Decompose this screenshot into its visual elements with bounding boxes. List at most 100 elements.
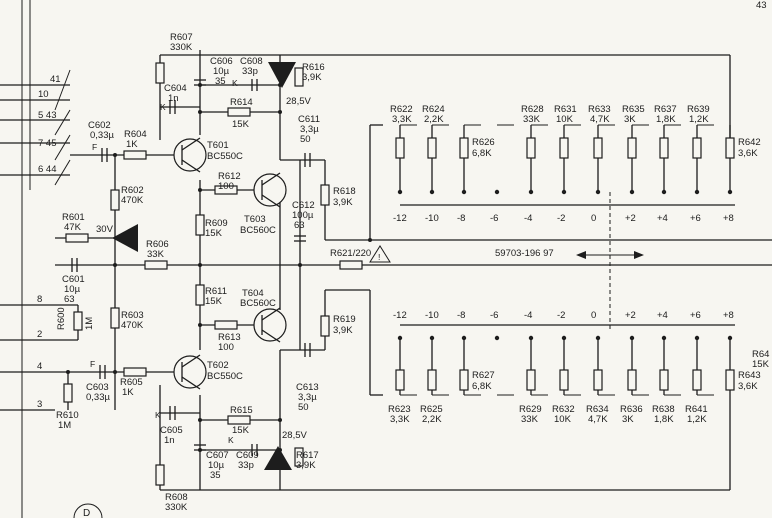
upper-scale-label: 0 xyxy=(591,213,596,224)
tone-ladders: R6223,3KR6242,2KR6266,8KR62833KR63110KR6… xyxy=(370,104,761,425)
upper-ladder-ref: R639 xyxy=(687,104,710,115)
r611-val: 15K xyxy=(205,296,223,307)
r603-body xyxy=(110,307,120,329)
c604-ref: C604 xyxy=(164,83,187,94)
c613-volt: 50 xyxy=(298,402,309,413)
corner-mark-label: D xyxy=(83,508,90,518)
r608-val: 330K xyxy=(165,502,188,513)
r615-val: 15K xyxy=(232,425,250,436)
r617-val: 3,9K xyxy=(296,460,316,471)
r605-ref: R605 xyxy=(120,377,143,388)
t602-ref: T602 xyxy=(207,360,229,371)
c604-k: K xyxy=(160,102,166,112)
lower-ladder-val: 4,7K xyxy=(588,414,608,425)
r607-ref: R607 xyxy=(170,32,193,43)
junction-dots xyxy=(66,83,372,452)
t604-ref: T604 xyxy=(242,288,264,299)
r605-val: 1K xyxy=(122,387,134,398)
r619-ref: R619 xyxy=(333,314,356,325)
c606-k: K xyxy=(232,78,238,88)
r611-ref: R611 xyxy=(205,286,227,297)
upper-ladder-val: 4,7K xyxy=(590,114,610,125)
c611-ref: C611 xyxy=(298,114,320,125)
t601-type: BC550C xyxy=(207,151,243,162)
t603-symbol xyxy=(253,173,287,207)
v285a: 28,5V xyxy=(286,96,311,107)
lower-ladder-val: 3,3K xyxy=(390,414,410,425)
r608-ref: R608 xyxy=(165,492,188,503)
upper-ladder-val: 1,8K xyxy=(656,114,676,125)
lower-ladder-ref: R627 xyxy=(472,370,495,381)
pin-3: 3 xyxy=(37,399,42,410)
pin-8: 8 xyxy=(37,294,42,305)
lower-ladder-ref: R625 xyxy=(420,404,443,415)
lower-scale-label: -8 xyxy=(457,310,465,321)
upper-scale-label: -6 xyxy=(490,213,498,224)
t604-type: BC560C xyxy=(240,298,276,309)
lower-scale-label: -10 xyxy=(425,310,439,321)
upper-tap-dot xyxy=(429,189,435,195)
c613-val: 3,3µ xyxy=(298,392,317,403)
upper-tap-dot xyxy=(528,189,534,195)
r610-body xyxy=(63,383,73,403)
c607-volt: 35 xyxy=(210,470,221,481)
c605-ref: C605 xyxy=(160,425,183,436)
upper-ladder-val: 10K xyxy=(556,114,574,125)
lower-scale-label: +4 xyxy=(657,310,668,321)
c609-ref: C609 xyxy=(236,450,259,461)
upper-scale-label: -10 xyxy=(425,213,439,224)
c607-ref: C607 xyxy=(206,450,229,461)
upper-tap-dot xyxy=(595,189,601,195)
upper-tap-dot xyxy=(561,189,567,195)
upper-ladder-ref: R628 xyxy=(521,104,544,115)
r617-body xyxy=(294,447,304,467)
c609-val: 33p xyxy=(238,460,254,471)
lower-ladder-ref: R638 xyxy=(652,404,675,415)
r609-ref: R609 xyxy=(205,218,228,229)
r610-val: 1M xyxy=(58,420,71,431)
upper-ladder-ref: R633 xyxy=(588,104,611,115)
r616-body xyxy=(294,67,304,87)
pin-6-44: 6 44 xyxy=(38,164,57,175)
t603-ref: T603 xyxy=(244,214,266,225)
lower-ladder-val: 1,2K xyxy=(687,414,707,425)
t601-ref: T601 xyxy=(207,140,229,151)
r612-val: 100 xyxy=(218,181,234,192)
lower-scale-label: +2 xyxy=(625,310,636,321)
c606-val: 10µ xyxy=(213,66,230,77)
c602-val: 0,33µ xyxy=(90,130,114,141)
upper-ladder-resistor xyxy=(593,137,603,159)
upper-ladder-resistor xyxy=(559,137,569,159)
r614-val: 15K xyxy=(232,119,250,130)
c607-val: 10µ xyxy=(208,460,225,471)
upper-scale-label: +8 xyxy=(723,213,734,224)
upper-tap-dot xyxy=(494,189,500,195)
pin-7-45: 7 45 xyxy=(38,138,57,149)
svg-text:!: ! xyxy=(378,252,380,262)
r600-body xyxy=(73,311,83,331)
upper-ladder-val: 3K xyxy=(624,114,636,125)
upper-tap-dot xyxy=(694,189,700,195)
r601-body xyxy=(65,233,89,243)
r613-ref: R613 xyxy=(218,332,241,343)
r604-ref: R604 xyxy=(124,129,147,140)
transistors xyxy=(173,137,287,390)
component-labels: R607 330K C606 10µ 35 K C608 33p R616 3,… xyxy=(56,32,770,513)
r606-val: 33K xyxy=(147,249,165,260)
top-supply-triangle xyxy=(268,62,296,88)
c612-val: 100µ xyxy=(292,210,314,221)
lower-ladder-ref: R643 xyxy=(738,370,761,381)
upper-tap-dot xyxy=(727,189,733,195)
r614-body xyxy=(227,107,251,117)
r621-ref: R621/220 xyxy=(330,248,371,259)
r615-body xyxy=(227,415,251,425)
r611-body xyxy=(195,284,205,306)
r602-ref: R602 xyxy=(121,185,144,196)
r606-body xyxy=(144,260,168,270)
lower-ladder-ref: R632 xyxy=(552,404,575,415)
c605-val: 1n xyxy=(164,435,175,446)
lower-scale-label: +8 xyxy=(723,310,734,321)
lower-ladder-val: 3,6K xyxy=(738,381,758,392)
upper-scale-label: -4 xyxy=(524,213,532,224)
r603-val: 470K xyxy=(121,320,144,331)
